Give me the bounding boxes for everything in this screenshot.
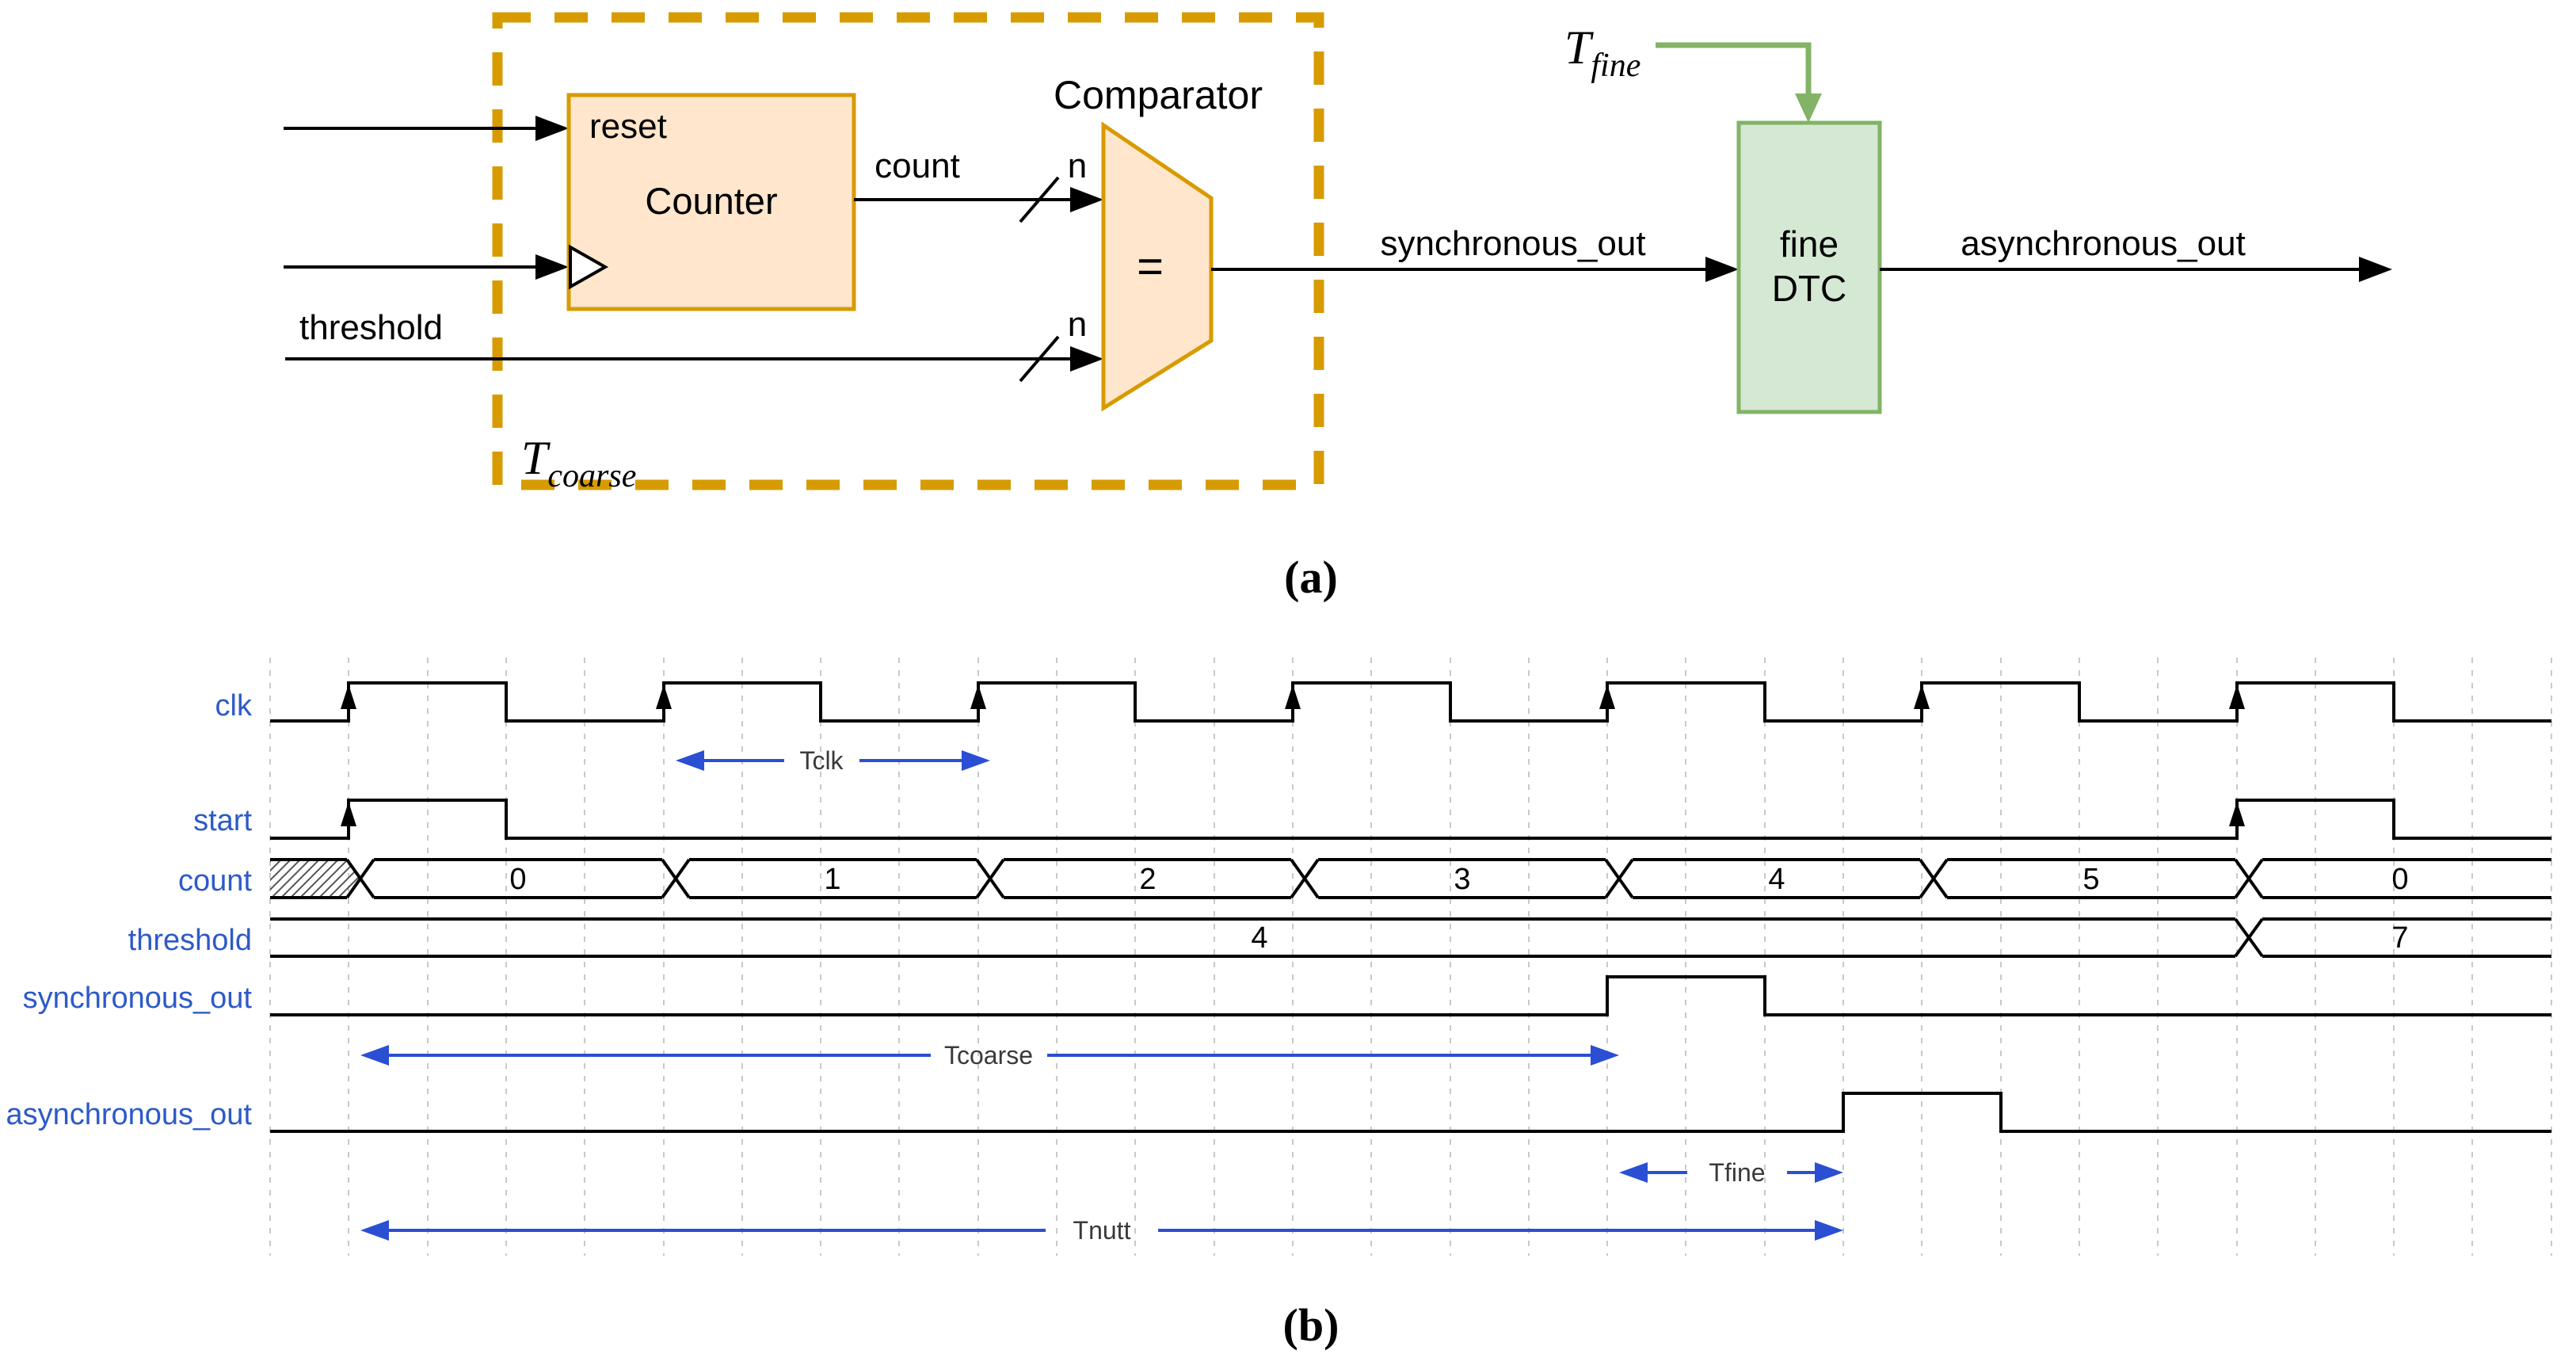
panel-a-caption: (a) — [1284, 551, 1338, 603]
asynchronous-out-wire-label: asynchronous_out — [1961, 224, 2246, 263]
signal-label-count: count — [178, 864, 252, 898]
count-bus-waveform — [270, 858, 2551, 899]
start-waveform — [270, 799, 2551, 840]
arrowhead-icon — [676, 750, 704, 771]
signal-label-asynchronous-out: asynchronous_out — [6, 1098, 252, 1131]
arrowhead-icon — [1795, 93, 1822, 123]
comparator-equals-symbol: = — [1137, 241, 1164, 292]
fine-dtc-block — [1736, 120, 1882, 414]
count-value: 4 — [1768, 863, 1785, 896]
threshold-value: 7 — [2391, 921, 2408, 955]
comparator-shape — [1101, 121, 1214, 412]
fine-dtc-label-line1: fine — [1780, 223, 1839, 265]
count-bus-width-label: n — [1068, 147, 1087, 185]
threshold-value: 4 — [1251, 921, 1267, 955]
block-diagram: reset Counter count n threshold n Compar… — [284, 12, 2392, 494]
count-value: 5 — [2083, 863, 2099, 896]
tfine-arrow — [1656, 42, 1812, 111]
count-wire-label: count — [875, 147, 960, 185]
tcoarse-sub: coarse — [547, 458, 636, 494]
tfine-main: T — [1564, 21, 1594, 74]
arrowhead-icon — [2359, 257, 2392, 282]
synchronous-out-wire-label: synchronous_out — [1380, 224, 1645, 263]
threshold-bus-waveform — [270, 917, 2551, 958]
count-value: 0 — [509, 863, 526, 896]
tcoarse-dashed-boundary — [492, 12, 1324, 490]
arrowhead-icon — [1070, 346, 1103, 372]
signal-label-synchronous-out: synchronous_out — [23, 982, 253, 1015]
clk-waveform — [270, 681, 2551, 723]
arrowhead-icon — [1070, 187, 1103, 212]
arrowhead-icon — [1591, 1045, 1619, 1066]
tnutt-annotation: Tnutt — [360, 1216, 1843, 1245]
timing-diagram: clk start count threshold synchronous_ou… — [6, 658, 2552, 1256]
tcoarse-label: Tcoarse — [521, 432, 636, 494]
synchronous-out-waveform — [270, 975, 2551, 1016]
reset-pin-label: reset — [589, 107, 667, 146]
count-value: 1 — [824, 863, 840, 896]
arrowhead-icon — [535, 254, 569, 280]
tclk-annotation: Tclk — [676, 746, 990, 775]
count-unknown-hatch — [270, 860, 360, 898]
tnutt-annotation-label: Tnutt — [1073, 1216, 1131, 1245]
count-value: 2 — [1139, 863, 1156, 896]
panel-b-caption: (b) — [1283, 1299, 1339, 1351]
tcoarse-annotation: Tcoarse — [360, 1041, 1619, 1070]
tcoarse-annotation-label: Tcoarse — [944, 1041, 1033, 1070]
tfine-annotation-label: Tfine — [1709, 1158, 1765, 1187]
arrowhead-icon — [360, 1045, 389, 1066]
count-value: 3 — [1454, 863, 1470, 896]
count-value: 0 — [2391, 863, 2408, 896]
fine-dtc-label-line2: DTC — [1772, 268, 1847, 309]
arrowhead-icon — [360, 1220, 389, 1241]
signal-label-clk: clk — [215, 689, 253, 723]
counter-block — [566, 93, 856, 311]
arrowhead-icon — [1619, 1162, 1648, 1183]
threshold-bus-width-label: n — [1068, 305, 1087, 344]
tfine-label: Tfine — [1564, 21, 1640, 84]
threshold-input-label: threshold — [299, 308, 443, 347]
tclk-annotation-label: Tclk — [799, 746, 844, 775]
tcoarse-main: T — [521, 432, 551, 484]
bus-slash-icon — [1019, 176, 1060, 223]
arrowhead-icon — [962, 750, 990, 771]
arrowhead-icon — [535, 116, 569, 141]
counter-label: Counter — [645, 180, 777, 222]
clock-edge-triangle-icon — [569, 244, 609, 290]
arrowhead-icon — [1815, 1220, 1843, 1241]
clk-rising-edge-arrows — [341, 684, 2245, 709]
start-rising-edge-arrows — [341, 802, 2245, 826]
arrowhead-icon — [1705, 257, 1739, 282]
signal-label-threshold: threshold — [128, 924, 252, 957]
bus-slash-icon — [1019, 335, 1060, 383]
tfine-annotation: Tfine — [1619, 1158, 1843, 1187]
signal-label-start: start — [193, 804, 252, 837]
tfine-sub: fine — [1591, 48, 1640, 84]
arrowhead-icon — [1815, 1162, 1843, 1183]
asynchronous-out-waveform — [270, 1092, 2551, 1133]
comparator-title: Comparator — [1054, 73, 1263, 117]
